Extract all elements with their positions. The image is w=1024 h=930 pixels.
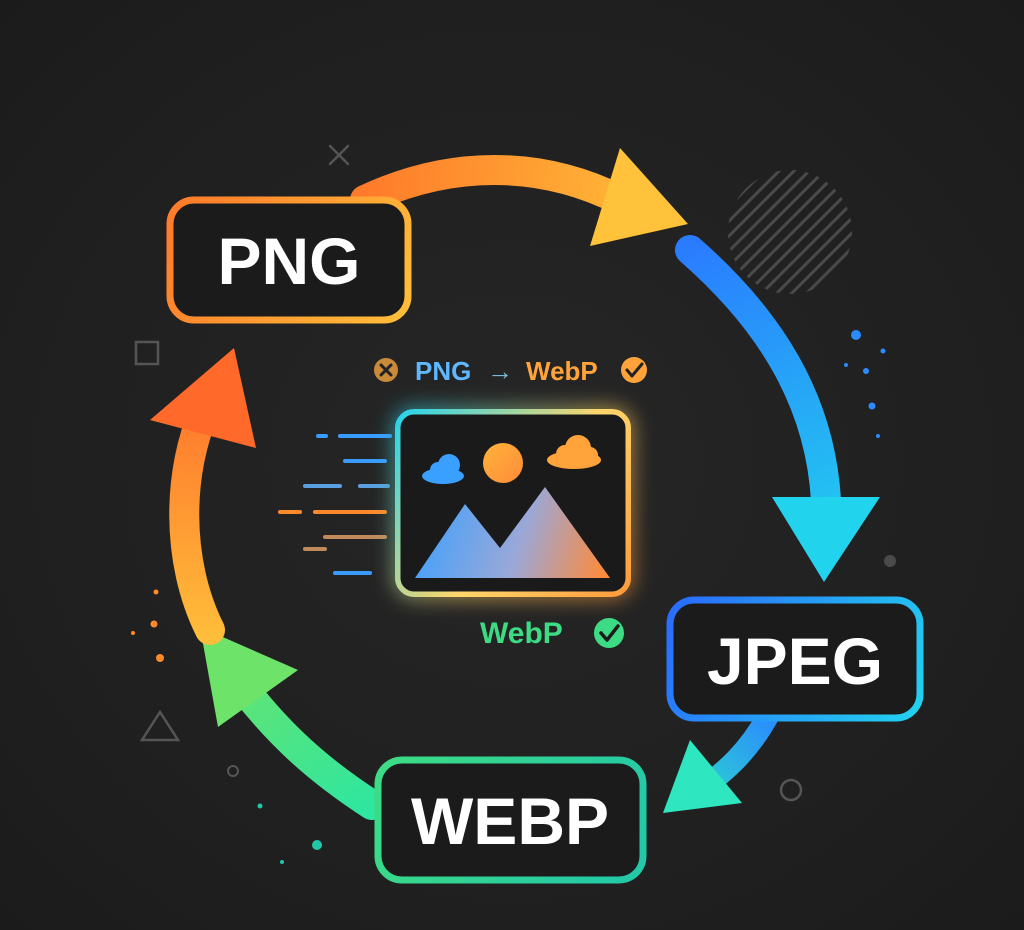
node-png-label: PNG — [217, 224, 360, 298]
x-mark-icon — [328, 144, 350, 166]
cycle-arrows — [150, 148, 880, 820]
speed-lines — [278, 434, 392, 575]
cloud-shape — [422, 454, 464, 484]
check-circle-icon — [594, 618, 624, 648]
arrow-to-png — [150, 348, 256, 645]
conversion-caption: PNG → WebP — [374, 356, 647, 386]
node-jpeg: JPEG — [666, 596, 924, 722]
conversion-caption-text: PNG → WebP — [415, 356, 598, 386]
node-webp-label: WEBP — [411, 784, 609, 858]
check-circle-icon — [621, 357, 647, 383]
arrow-png-to-jpeg — [350, 148, 688, 246]
triangle-outline-icon — [139, 709, 181, 742]
arrow-jpeg-to-webp — [663, 705, 779, 813]
x-circle-icon — [374, 358, 398, 382]
result-label: WebP — [480, 617, 563, 650]
arrow-to-jpeg — [675, 235, 880, 582]
arrow-webp-to-png — [200, 627, 387, 820]
node-webp: WEBP — [374, 756, 647, 884]
conversion-from: PNG — [415, 356, 471, 386]
hatched-circle-icon — [728, 170, 852, 294]
ring-icon — [779, 778, 803, 802]
cloud-shape — [547, 435, 601, 469]
square-outline-icon — [134, 340, 160, 366]
dot-icon — [884, 555, 896, 567]
landscape-image-icon — [395, 409, 631, 597]
ring-icon — [227, 765, 239, 777]
conversion-to: WebP — [526, 356, 598, 386]
conversion-arrow: → — [487, 356, 513, 386]
confetti-dots — [131, 330, 886, 864]
node-jpeg-label: JPEG — [707, 624, 883, 698]
mountain-shape — [415, 487, 610, 578]
result-caption: WebP — [480, 617, 624, 650]
sun-shape — [483, 443, 523, 483]
node-png: PNG — [166, 196, 412, 324]
